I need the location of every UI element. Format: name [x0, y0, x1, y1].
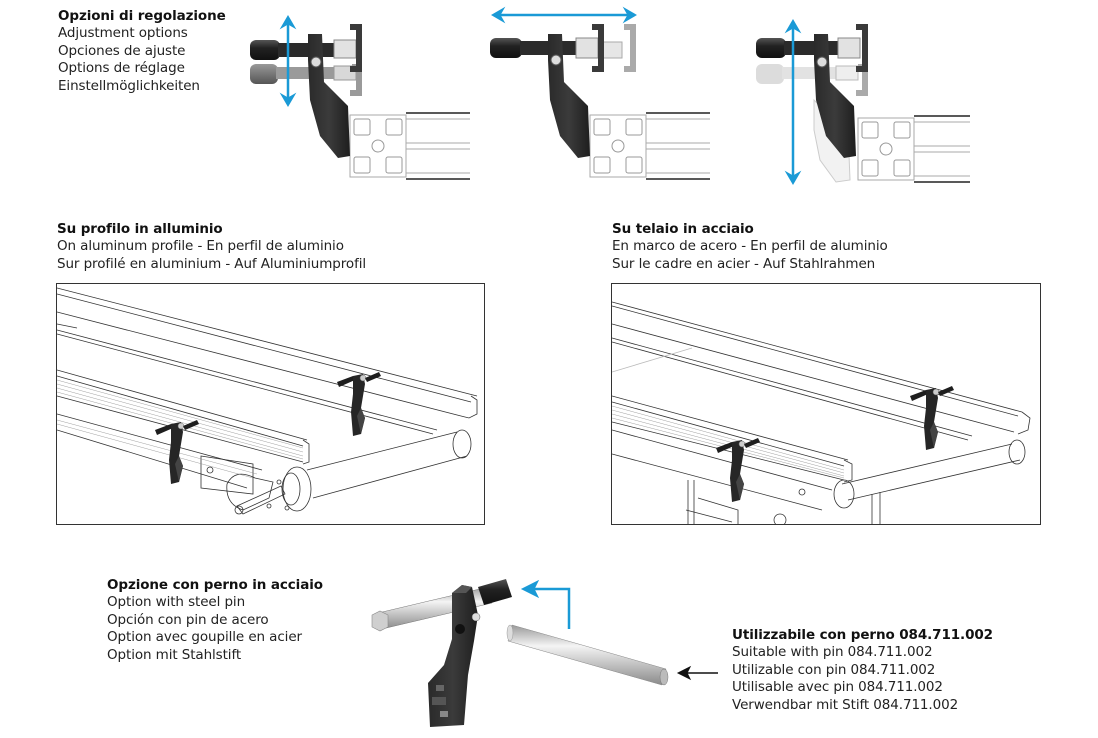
steel-pin: [507, 624, 667, 686]
clamp-bracket: [428, 585, 478, 727]
conveyor-aluminum-figure: [56, 283, 485, 525]
conveyor-steel-figure: [611, 283, 1041, 525]
clamp-left: [715, 437, 761, 503]
steel-pin-line-de: Option mit Stahlstift: [107, 646, 242, 663]
clamp-bracket: [548, 34, 590, 158]
steel-pin-line-fr: Option avec goupille en acier: [107, 629, 302, 646]
knob: [250, 40, 280, 60]
adjustment-line-en: Adjustment options: [58, 25, 188, 42]
aluminum-profile-heading: Su profilo in alluminio: [57, 221, 223, 237]
adjust-horizontal-figure: [480, 0, 710, 190]
usable-with-pin-heading: Utilizzabile con perno 084.711.002: [732, 627, 993, 643]
clamp-left: [154, 419, 200, 485]
steel-pin-line-es: Opción con pin de acero: [107, 611, 269, 628]
steel-frame-text: Su telaio in acciaio En marco de acero -…: [612, 221, 888, 273]
aluminum-profile-text: Su profilo in alluminio On aluminum prof…: [57, 221, 366, 273]
knob: [490, 38, 522, 58]
double-arrow-horizontal-icon: [491, 6, 637, 24]
aluminum-profile-line-2: Sur profilé en aluminium - Auf Aluminium…: [57, 255, 367, 272]
aluminum-profile-line-1: On aluminum profile - En perfil de alumi…: [57, 238, 344, 255]
clamp-right: [336, 371, 382, 437]
adjustment-line-de: Einstellmöglichkeiten: [58, 77, 200, 94]
ghost-knob: [756, 64, 784, 84]
usable-line-fr: Utilisable avec pin 084.711.002: [732, 679, 943, 696]
steel-frame-heading: Su telaio in acciaio: [612, 221, 754, 237]
usable-line-en: Suitable with pin 084.711.002: [732, 644, 933, 661]
steel-pin-line-en: Option with steel pin: [107, 594, 246, 611]
steel-frame-line-2: Sur le cadre en acier - Auf Stahlrahmen: [612, 255, 876, 272]
steel-frame-line-1: En marco de acero - En perfil de alumini…: [612, 238, 888, 255]
adjustment-line-es: Opciones de ajuste: [58, 42, 186, 59]
double-arrow-vertical-icon: [279, 15, 297, 107]
knob: [756, 38, 786, 58]
adjust-vertical-figure: [240, 0, 470, 190]
adjustment-options-text: Opzioni di regolazione Adjustment option…: [58, 8, 226, 95]
adjustment-line-fr: Options de réglage: [58, 60, 185, 77]
adjustment-heading: Opzioni di regolazione: [58, 8, 226, 24]
knob: [478, 579, 512, 605]
double-arrow-vertical-icon: [784, 19, 802, 185]
elbow-arrow-icon: [520, 579, 571, 629]
usable-line-es: Utilizable con pin 084.711.002: [732, 661, 936, 678]
steel-pin-option-text: Opzione con perno in acciaio Option with…: [107, 577, 323, 664]
steel-pin-heading: Opzione con perno in acciaio: [107, 577, 323, 593]
usable-with-pin-text: Utilizzabile con perno 084.711.002 Suita…: [732, 627, 993, 714]
clamp-right: [909, 385, 955, 451]
ghost-knob: [250, 64, 278, 84]
pin-assembly-figure: [360, 575, 730, 735]
adjust-vertical-long-figure: [740, 0, 970, 190]
left-arrow-icon: [676, 665, 718, 681]
usable-line-de: Verwendbar mit Stift 084.711.002: [732, 696, 959, 713]
